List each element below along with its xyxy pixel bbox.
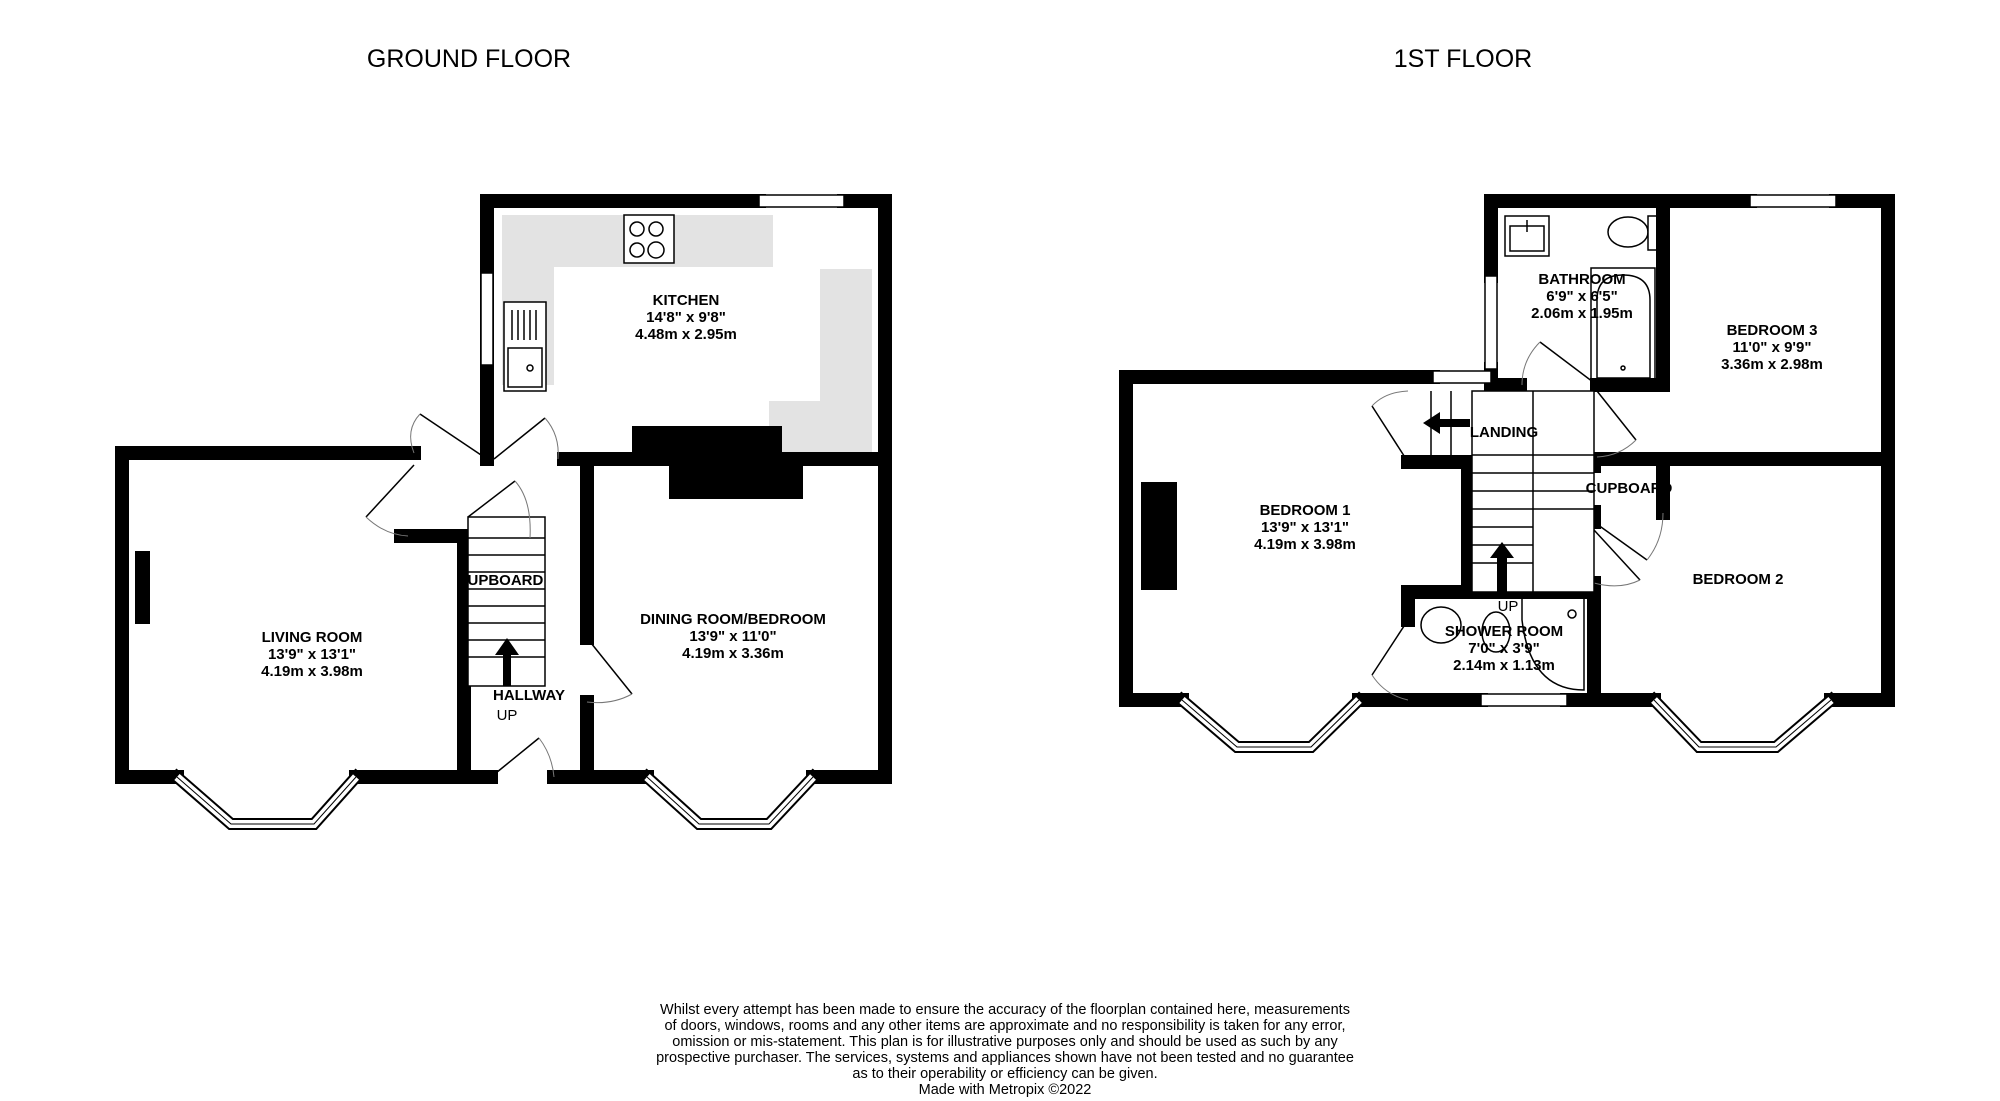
bedroom3-metric: 3.36m x 2.98m	[1721, 356, 1823, 373]
bathroom-imperial: 6'9" x 6'5"	[1546, 288, 1617, 305]
living-room-imperial: 13'9" x 13'1"	[268, 646, 356, 663]
disclaimer-line: of doors, windows, rooms and any other i…	[664, 1018, 1345, 1034]
disclaimer-line: Whilst every attempt has been made to en…	[660, 1002, 1350, 1018]
stairs-up-arrow-icon	[495, 638, 519, 686]
ground-cupboard-label: CUPBOARD	[457, 572, 544, 589]
kitchen-imperial: 14'8" x 9'8"	[646, 309, 726, 326]
dining-chimney-breast	[669, 465, 803, 499]
shower-room-fixtures	[1420, 597, 1585, 691]
shower-room-window	[1480, 693, 1568, 707]
bedroom2-label: BEDROOM 2	[1693, 571, 1784, 588]
ground-floor-plan: KITCHEN 14'8" x 9'8" 4.48m x 2.95m LIVIN…	[115, 194, 892, 830]
kitchen-chimney-breast	[632, 426, 782, 455]
metropix-credit: Made with Metropix ©2022	[919, 1082, 1092, 1098]
disclaimer-line: prospective purchaser. The services, sys…	[656, 1050, 1354, 1066]
shower-basin-icon	[1420, 606, 1462, 644]
hallway-label: HALLWAY	[493, 687, 565, 704]
dining-room-imperial: 13'9" x 11'0"	[689, 628, 776, 645]
shower-room-metric: 2.14m x 1.13m	[1453, 657, 1555, 674]
first-cupboard-label: CUPBOARD	[1586, 480, 1673, 497]
stairs-down-arrow-icon	[1423, 412, 1470, 434]
disclaimer-line: as to their operability or efficiency ca…	[852, 1066, 1157, 1082]
bathroom-basin-icon	[1504, 215, 1550, 257]
bedroom1-metric: 4.19m x 3.98m	[1254, 536, 1356, 553]
first-floor-title: 1ST FLOOR	[1394, 45, 1532, 73]
bedroom3-label: BEDROOM 3	[1727, 322, 1818, 339]
first-floor-plan: BATHROOM 6'9" x 6'5" 2.06m x 1.95m BEDRO…	[1119, 194, 1895, 753]
fireplace-icon	[135, 551, 150, 624]
ground-floor-title: GROUND FLOOR	[367, 45, 571, 73]
kitchen-side-window	[480, 272, 494, 366]
bathroom-metric: 2.06m x 1.95m	[1531, 305, 1633, 322]
living-room-metric: 4.19m x 3.98m	[261, 663, 363, 680]
disclaimer: Whilst every attempt has been made to en…	[656, 1002, 1354, 1098]
living-room-label: LIVING ROOM	[262, 629, 363, 646]
ground-stairs	[467, 480, 546, 687]
bathroom-window	[1484, 275, 1498, 370]
bedroom1-label: BEDROOM 1	[1260, 502, 1351, 519]
dining-room-label: DINING ROOM/BEDROOM	[640, 611, 826, 628]
kitchen-label: KITCHEN	[653, 292, 720, 309]
bedroom1-chimney-breast	[1141, 482, 1177, 590]
bedroom3-imperial: 11'0" x 9'9"	[1733, 339, 1812, 356]
first-stairs-up-label: UP	[1498, 598, 1519, 615]
ground-floor-doors	[365, 413, 633, 778]
landing-window	[1432, 370, 1492, 384]
shower-room-label: SHOWER ROOM	[1445, 623, 1563, 640]
toilet-icon	[1607, 215, 1659, 251]
shower-toilet-icon	[1481, 611, 1511, 653]
shower-room-imperial: 7'0" x 3'9"	[1468, 640, 1539, 657]
landing-label: LANDING	[1470, 424, 1538, 441]
dining-room-metric: 4.19m x 3.36m	[682, 645, 784, 662]
first-floor-stairs	[1423, 390, 1595, 593]
hob-icon	[623, 214, 675, 264]
bedroom1-imperial: 13'9" x 13'1"	[1261, 519, 1349, 536]
bathroom-label: BATHROOM	[1538, 271, 1625, 288]
bedroom3-window	[1749, 194, 1837, 208]
kitchen-window	[758, 194, 845, 208]
kitchen-metric: 4.48m x 2.95m	[635, 326, 737, 343]
kitchen-sink-icon	[503, 301, 547, 392]
first-floor-doors	[1371, 341, 1664, 701]
ground-floor-walls	[115, 194, 892, 784]
ground-stairs-up-label: UP	[497, 707, 518, 724]
disclaimer-line: omission or mis-statement. This plan is …	[672, 1034, 1338, 1050]
shower-tray-icon	[1521, 597, 1585, 691]
stairs-up-arrow-icon	[1490, 542, 1514, 592]
